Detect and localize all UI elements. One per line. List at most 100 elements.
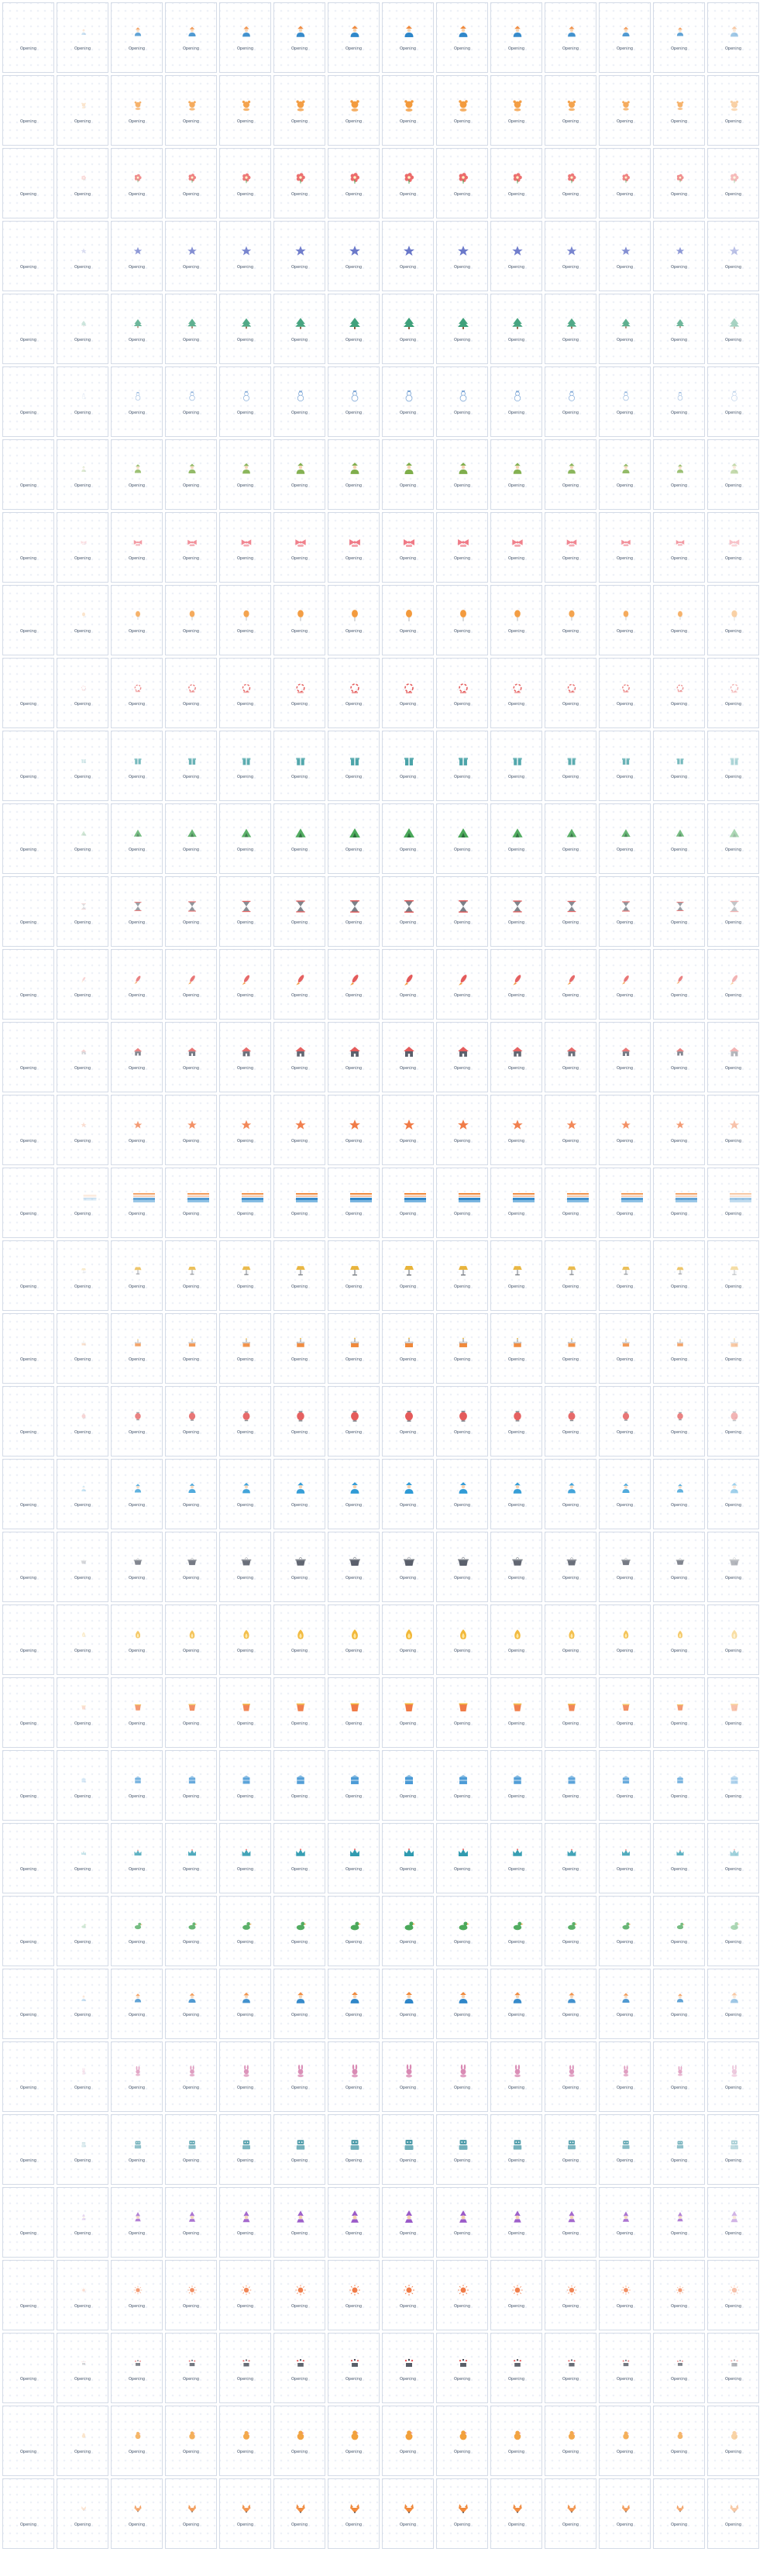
frame-tile[interactable]: Opening bbox=[599, 75, 651, 146]
frame-tile[interactable]: Opening bbox=[328, 221, 380, 291]
frame-tile[interactable]: Opening bbox=[57, 1969, 108, 2039]
frame-tile[interactable]: Opening bbox=[382, 2187, 434, 2258]
frame-tile[interactable]: Opening bbox=[57, 1386, 108, 1457]
frame-tile[interactable]: Opening bbox=[545, 1604, 596, 1675]
frame-tile[interactable]: Opening bbox=[219, 1750, 271, 1821]
frame-tile[interactable]: Opening bbox=[165, 1532, 217, 1602]
frame-tile[interactable]: Opening bbox=[707, 512, 759, 583]
frame-tile[interactable]: Opening bbox=[707, 2478, 759, 2549]
frame-tile[interactable]: Opening bbox=[57, 1459, 108, 1529]
frame-tile[interactable]: Opening bbox=[599, 1604, 651, 1675]
frame-tile[interactable]: Opening bbox=[599, 2406, 651, 2476]
frame-tile[interactable]: Opening bbox=[219, 876, 271, 947]
frame-tile[interactable]: Opening bbox=[57, 2406, 108, 2476]
frame-tile[interactable]: Opening bbox=[545, 2187, 596, 2258]
frame-tile[interactable]: Opening bbox=[382, 1532, 434, 1602]
frame-tile[interactable]: Opening bbox=[599, 2114, 651, 2185]
frame-tile[interactable]: Opening bbox=[599, 1969, 651, 2039]
frame-tile[interactable]: Opening bbox=[490, 1896, 542, 1966]
frame-tile[interactable]: Opening bbox=[57, 366, 108, 437]
frame-tile[interactable]: Opening bbox=[545, 294, 596, 364]
frame-tile[interactable]: Opening bbox=[599, 512, 651, 583]
frame-tile[interactable]: Opening bbox=[545, 2114, 596, 2185]
frame-tile[interactable]: Opening bbox=[382, 1677, 434, 1748]
frame-tile[interactable]: Opening bbox=[653, 1604, 705, 1675]
frame-tile[interactable]: Opening bbox=[382, 1095, 434, 1165]
frame-tile[interactable]: Opening bbox=[382, 2406, 434, 2476]
frame-tile[interactable]: Opening bbox=[111, 294, 163, 364]
frame-tile[interactable]: Opening bbox=[545, 2333, 596, 2403]
frame-tile[interactable]: Opening bbox=[707, 1677, 759, 1748]
frame-tile[interactable]: Opening bbox=[165, 1604, 217, 1675]
frame-tile[interactable]: Opening bbox=[165, 803, 217, 874]
frame-tile[interactable]: Opening bbox=[219, 1532, 271, 1602]
frame-tile[interactable]: Opening bbox=[273, 221, 325, 291]
frame-tile[interactable]: Opening bbox=[219, 1022, 271, 1092]
frame-tile[interactable]: Opening bbox=[219, 731, 271, 801]
frame-tile[interactable]: Opening bbox=[599, 803, 651, 874]
frame-tile[interactable]: Opening bbox=[436, 75, 488, 146]
frame-tile[interactable]: Opening bbox=[382, 731, 434, 801]
frame-tile[interactable]: Opening bbox=[2, 75, 54, 146]
frame-tile[interactable]: Opening bbox=[111, 876, 163, 947]
frame-tile[interactable]: Opening bbox=[490, 2114, 542, 2185]
frame-tile[interactable]: Opening bbox=[490, 366, 542, 437]
frame-tile[interactable]: Opening bbox=[273, 876, 325, 947]
frame-tile[interactable]: Opening bbox=[57, 221, 108, 291]
frame-tile[interactable]: Opening bbox=[165, 1022, 217, 1092]
frame-tile[interactable]: Opening bbox=[436, 1168, 488, 1238]
frame-tile[interactable]: Opening bbox=[111, 1240, 163, 1311]
frame-tile[interactable]: Opening bbox=[545, 1969, 596, 2039]
frame-tile[interactable]: Opening bbox=[436, 876, 488, 947]
frame-tile[interactable]: Opening bbox=[653, 294, 705, 364]
frame-tile[interactable]: Opening bbox=[436, 294, 488, 364]
frame-tile[interactable]: Opening bbox=[382, 439, 434, 510]
frame-tile[interactable]: Opening bbox=[57, 1896, 108, 1966]
frame-tile[interactable]: Opening bbox=[707, 2041, 759, 2112]
frame-tile[interactable]: Opening bbox=[57, 2260, 108, 2330]
frame-tile[interactable]: Opening bbox=[328, 2041, 380, 2112]
frame-tile[interactable]: Opening bbox=[165, 2333, 217, 2403]
frame-tile[interactable]: Opening bbox=[273, 2187, 325, 2258]
frame-tile[interactable]: Opening bbox=[653, 585, 705, 655]
frame-tile[interactable]: Opening bbox=[545, 658, 596, 728]
frame-tile[interactable]: Opening bbox=[599, 221, 651, 291]
frame-tile[interactable]: Opening bbox=[599, 1022, 651, 1092]
frame-tile[interactable]: Opening bbox=[219, 148, 271, 218]
frame-tile[interactable]: Opening bbox=[653, 2406, 705, 2476]
frame-tile[interactable]: Opening bbox=[436, 658, 488, 728]
frame-tile[interactable]: Opening bbox=[382, 1022, 434, 1092]
frame-tile[interactable]: Opening bbox=[436, 1386, 488, 1457]
frame-tile[interactable]: Opening bbox=[273, 1313, 325, 1384]
frame-tile[interactable]: Opening bbox=[707, 2260, 759, 2330]
frame-tile[interactable]: Opening bbox=[545, 2, 596, 73]
frame-tile[interactable]: Opening bbox=[490, 2406, 542, 2476]
frame-tile[interactable]: Opening bbox=[328, 1604, 380, 1675]
frame-tile[interactable]: Opening bbox=[165, 1823, 217, 1893]
frame-tile[interactable]: Opening bbox=[436, 2187, 488, 2258]
frame-tile[interactable]: Opening bbox=[165, 2187, 217, 2258]
frame-tile[interactable]: Opening bbox=[219, 75, 271, 146]
frame-tile[interactable]: Opening bbox=[382, 2333, 434, 2403]
frame-tile[interactable]: Opening bbox=[490, 1386, 542, 1457]
frame-tile[interactable]: Opening bbox=[436, 439, 488, 510]
frame-tile[interactable]: Opening bbox=[707, 1168, 759, 1238]
frame-tile[interactable]: Opening bbox=[273, 658, 325, 728]
frame-tile[interactable]: Opening bbox=[490, 1022, 542, 1092]
frame-tile[interactable]: Opening bbox=[165, 2478, 217, 2549]
frame-tile[interactable]: Opening bbox=[707, 1750, 759, 1821]
frame-tile[interactable]: Opening bbox=[707, 876, 759, 947]
frame-tile[interactable]: Opening bbox=[545, 876, 596, 947]
frame-tile[interactable]: Opening bbox=[599, 1240, 651, 1311]
frame-tile[interactable]: Opening bbox=[273, 1823, 325, 1893]
frame-tile[interactable]: Opening bbox=[273, 2478, 325, 2549]
frame-tile[interactable]: Opening bbox=[165, 585, 217, 655]
frame-tile[interactable]: Opening bbox=[490, 75, 542, 146]
frame-tile[interactable]: Opening bbox=[382, 1969, 434, 2039]
frame-tile[interactable]: Opening bbox=[219, 1386, 271, 1457]
frame-tile[interactable]: Opening bbox=[273, 148, 325, 218]
frame-tile[interactable]: Opening bbox=[273, 2260, 325, 2330]
frame-tile[interactable]: Opening bbox=[545, 1532, 596, 1602]
frame-tile[interactable]: Opening bbox=[219, 2333, 271, 2403]
frame-tile[interactable]: Opening bbox=[653, 1022, 705, 1092]
